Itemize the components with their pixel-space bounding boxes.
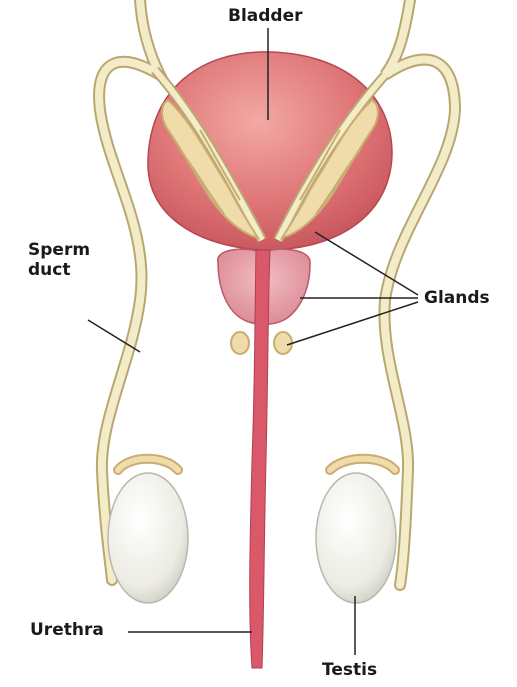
small-gland-right [274,332,292,354]
bladder-label: Bladder [228,6,303,26]
small-gland-left [231,332,249,354]
sperm-duct-label-line1: Sperm [28,240,90,260]
testis-left [108,459,188,603]
testis-label: Testis [322,660,377,680]
sperm-duct-label-line2: duct [28,260,90,280]
testis-right [316,459,396,603]
sperm-duct-label: Sperm duct [28,240,90,281]
leader-line-glands-3 [287,302,418,345]
urethra-label: Urethra [30,620,104,640]
glands-label: Glands [424,288,490,308]
